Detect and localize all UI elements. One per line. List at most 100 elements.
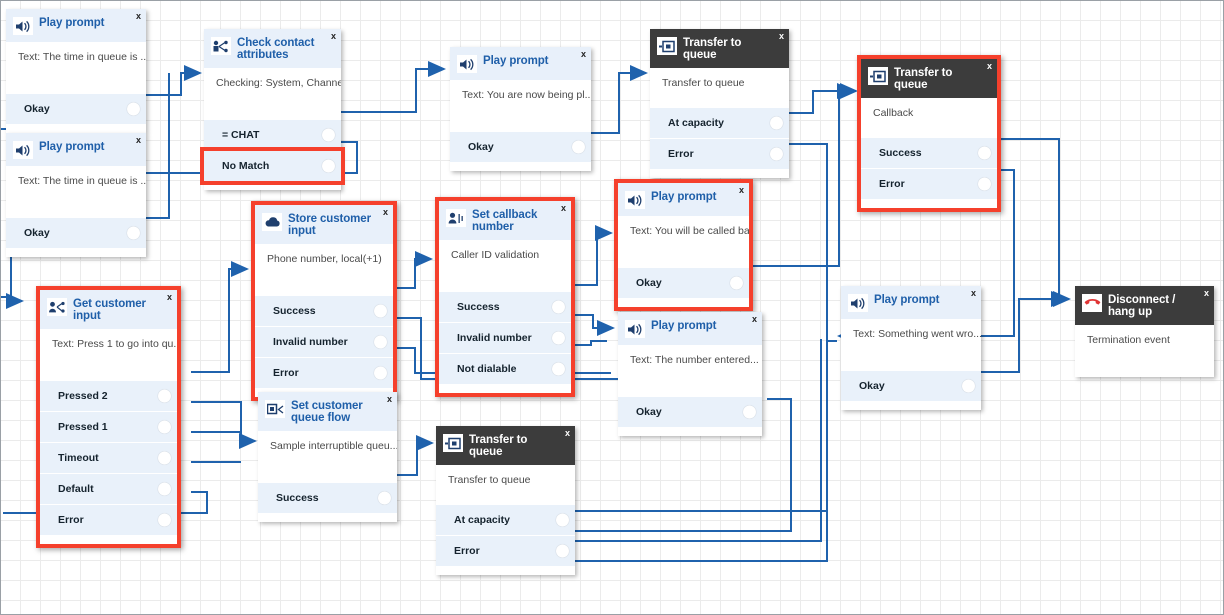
port-default[interactable]: Default [40, 474, 177, 504]
close-icon[interactable]: x [778, 31, 784, 41]
close-icon[interactable]: x [330, 31, 336, 41]
node-header[interactable]: Set callback number x [439, 201, 571, 240]
port-error[interactable]: Error [650, 139, 789, 169]
port-connector-dot[interactable] [158, 451, 171, 465]
node-play-prompt-called-back[interactable]: Play prompt x Text: You will be called b… [614, 179, 753, 311]
port-error[interactable]: Error [861, 169, 997, 199]
port-connector-dot[interactable] [322, 128, 335, 142]
node-set-callback-number[interactable]: Set callback number x Caller ID validati… [435, 197, 575, 397]
node-header[interactable]: Transfer to queue x [861, 59, 997, 98]
node-disconnect-hang-up[interactable]: Disconnect / hang up x Termination event [1075, 286, 1214, 377]
transfer-queue-icon [443, 434, 463, 452]
port-connector-dot[interactable] [322, 159, 335, 173]
port-at-capacity[interactable]: At capacity [650, 108, 789, 138]
port-connector-dot[interactable] [374, 366, 387, 380]
port-connector-dot[interactable] [962, 379, 975, 393]
port-okay[interactable]: Okay [6, 94, 146, 124]
node-transfer-to-queue-top[interactable]: Transfer to queue x Transfer to queue At… [650, 29, 789, 178]
port-connector-dot[interactable] [158, 420, 171, 434]
node-check-contact-attributes[interactable]: Check contact attributes x Checking: Sys… [200, 29, 345, 190]
close-icon[interactable]: x [580, 49, 586, 59]
close-icon[interactable]: x [738, 185, 744, 195]
node-header[interactable]: Play prompt x [618, 312, 762, 345]
port-connector-dot[interactable] [374, 335, 387, 349]
port-equals-chat[interactable]: = CHAT [204, 120, 341, 150]
close-icon[interactable]: x [386, 394, 392, 404]
port-error[interactable]: Error [436, 536, 575, 566]
node-header[interactable]: Play prompt x [450, 47, 591, 80]
node-header[interactable]: Play prompt x [841, 286, 981, 319]
port-success[interactable]: Success [439, 292, 571, 322]
port-connector-dot[interactable] [374, 304, 387, 318]
node-header[interactable]: Set customer queue flow x [258, 392, 397, 431]
node-header[interactable]: Play prompt x [6, 133, 146, 166]
port-connector-dot[interactable] [978, 146, 991, 160]
node-header[interactable]: Store customer input x [255, 205, 393, 244]
close-icon[interactable]: x [751, 314, 757, 324]
node-play-prompt-being-placed[interactable]: Play prompt x Text: You are now being pl… [450, 47, 591, 171]
port-okay[interactable]: Okay [841, 371, 981, 401]
close-icon[interactable]: x [135, 135, 141, 145]
close-icon[interactable]: x [1203, 288, 1209, 298]
node-get-customer-input[interactable]: Get customer input x Text: Press 1 to go… [36, 286, 181, 548]
port-connector-dot[interactable] [770, 116, 783, 130]
node-footer [6, 124, 146, 133]
port-connector-dot[interactable] [552, 331, 565, 345]
port-connector-dot[interactable] [743, 405, 756, 419]
port-pressed-1[interactable]: Pressed 1 [40, 412, 177, 442]
close-icon[interactable]: x [970, 288, 976, 298]
port-connector-dot[interactable] [730, 276, 743, 290]
port-no-match[interactable]: No Match [200, 147, 345, 185]
node-set-customer-queue-flow[interactable]: Set customer queue flow x Sample interru… [258, 392, 397, 522]
node-play-prompt-number-entered[interactable]: Play prompt x Text: The number entered..… [618, 312, 762, 436]
port-success[interactable]: Success [258, 483, 397, 513]
port-connector-dot[interactable] [158, 482, 171, 496]
port-timeout[interactable]: Timeout [40, 443, 177, 473]
node-header[interactable]: Disconnect / hang up x [1075, 286, 1214, 325]
node-store-customer-input[interactable]: Store customer input x Phone number, loc… [251, 201, 397, 401]
port-success[interactable]: Success [255, 296, 393, 326]
port-invalid-number[interactable]: Invalid number [255, 327, 393, 357]
port-okay[interactable]: Okay [618, 397, 762, 427]
node-play-prompt-something-wrong[interactable]: Play prompt x Text: Something went wro..… [841, 286, 981, 410]
close-icon[interactable]: x [135, 11, 141, 21]
port-okay[interactable]: Okay [618, 268, 749, 298]
port-pressed-2[interactable]: Pressed 2 [40, 381, 177, 411]
node-header[interactable]: Transfer to queue x [436, 426, 575, 465]
node-play-prompt-queue-time-2[interactable]: Play prompt x Text: The time in queue is… [6, 133, 146, 257]
node-header[interactable]: Play prompt x [6, 9, 146, 42]
port-invalid-number[interactable]: Invalid number [439, 323, 571, 353]
close-icon[interactable]: x [564, 428, 570, 438]
port-okay[interactable]: Okay [450, 132, 591, 162]
close-icon[interactable]: x [166, 292, 172, 302]
port-connector-dot[interactable] [556, 544, 569, 558]
port-error[interactable]: Error [255, 358, 393, 388]
close-icon[interactable]: x [560, 203, 566, 213]
node-transfer-to-queue-bottom[interactable]: Transfer to queue x Transfer to queue At… [436, 426, 575, 575]
port-connector-dot[interactable] [770, 147, 783, 161]
port-error[interactable]: Error [40, 505, 177, 535]
port-connector-dot[interactable] [378, 491, 391, 505]
port-connector-dot[interactable] [552, 300, 565, 314]
node-transfer-to-queue-callback[interactable]: Transfer to queue x Callback Success Err… [857, 55, 1001, 212]
port-connector-dot[interactable] [127, 226, 140, 240]
port-okay[interactable]: Okay [6, 218, 146, 248]
port-connector-dot[interactable] [572, 140, 585, 154]
close-icon[interactable]: x [382, 207, 388, 217]
node-header[interactable]: Check contact attributes x [204, 29, 341, 68]
port-connector-dot[interactable] [552, 362, 565, 376]
port-connector-dot[interactable] [158, 513, 171, 527]
close-icon[interactable]: x [986, 61, 992, 71]
port-connector-dot[interactable] [158, 389, 171, 403]
port-not-dialable[interactable]: Not dialable [439, 354, 571, 384]
port-connector-dot[interactable] [978, 177, 991, 191]
port-connector-dot[interactable] [556, 513, 569, 527]
port-connector-dot[interactable] [127, 102, 140, 116]
node-play-prompt-queue-time-1[interactable]: Play prompt x Text: The time in queue is… [6, 9, 146, 133]
port-at-capacity[interactable]: At capacity [436, 505, 575, 535]
port-success[interactable]: Success [861, 138, 997, 168]
node-header[interactable]: Play prompt x [618, 183, 749, 216]
node-header[interactable]: Transfer to queue x [650, 29, 789, 68]
node-header[interactable]: Get customer input x [40, 290, 177, 329]
